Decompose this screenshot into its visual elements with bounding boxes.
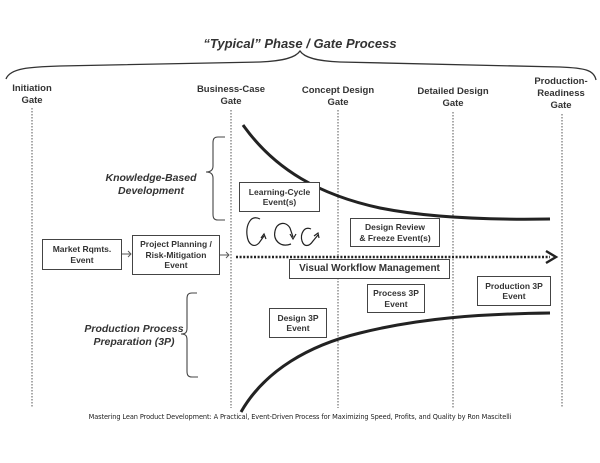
gate-label: Gate xyxy=(327,97,349,108)
gate-label: Readiness xyxy=(537,88,585,99)
gate-label: Gate xyxy=(550,100,572,111)
page-title: “Typical” Phase / Gate Process xyxy=(203,36,397,51)
label-line: Knowledge-Based xyxy=(105,172,197,184)
box-label: Risk-Mitigation xyxy=(145,249,207,260)
production-brace xyxy=(180,292,198,378)
cycle-arrows-icon xyxy=(246,217,320,247)
gate-label: Gate xyxy=(21,95,43,106)
label-line: Production Process xyxy=(84,323,184,335)
box-label: Market Rqmts. xyxy=(52,244,112,254)
box-label: Design Review xyxy=(365,222,425,232)
gate-label: Initiation xyxy=(12,83,52,94)
box-label: Event(s) xyxy=(262,197,297,207)
gate-label: Business-Case xyxy=(196,84,266,95)
gate-label: Detailed Design xyxy=(417,86,489,97)
visual-workflow-management-box: Visual Workflow Management xyxy=(289,259,450,279)
design-review-freeze-event-box: Design Review& Freeze Event(s) xyxy=(350,218,440,247)
knowledge-brace xyxy=(205,136,225,221)
gate-production-readiness: Production- Readiness Gate xyxy=(525,76,597,112)
knowledge-curve xyxy=(241,124,551,221)
box-label: Event xyxy=(384,298,408,309)
dotted-arrow-icon xyxy=(236,249,559,265)
market-rqmts-event-box: Market Rqmts.Event xyxy=(42,239,122,270)
gate-label: Gate xyxy=(220,96,242,107)
box-label: Visual Workflow Management xyxy=(299,262,440,274)
gate-lines xyxy=(31,108,563,408)
box-label: Process 3P xyxy=(373,288,419,298)
label-line: Development xyxy=(118,185,184,197)
gate-label: Gate xyxy=(442,98,464,109)
gate-business-case: Business-Case Gate xyxy=(186,84,276,108)
box-label: Design 3P xyxy=(277,312,319,323)
box-label: Event xyxy=(502,291,526,301)
source-caption: Mastering Lean Product Development: A Pr… xyxy=(88,413,512,421)
gate-concept-design: Concept Design Gate xyxy=(290,85,386,109)
phase-gate-brace xyxy=(5,49,597,81)
gate-initiation: Initiation Gate xyxy=(2,83,62,107)
box-label: & Freeze Event(s) xyxy=(359,232,431,243)
gate-detailed-design: Detailed Design Gate xyxy=(405,86,501,110)
box-label: Event xyxy=(164,260,188,271)
gate-label: Production- xyxy=(534,76,588,87)
gate-label: Concept Design xyxy=(301,85,375,96)
label-line: Preparation (3P) xyxy=(93,336,175,348)
box-label: Production 3P xyxy=(485,280,543,291)
production-process-preparation-label: Production Process Preparation (3P) xyxy=(78,323,190,349)
box-label: Project Planning / xyxy=(140,239,212,250)
box-label: Event xyxy=(286,323,310,333)
production-curve xyxy=(239,311,551,413)
connector-arrows xyxy=(122,250,230,259)
box-label: Learning-Cycle xyxy=(248,186,311,197)
box-label: Event xyxy=(70,254,94,265)
knowledge-based-development-label: Knowledge-Based Development xyxy=(96,172,206,198)
